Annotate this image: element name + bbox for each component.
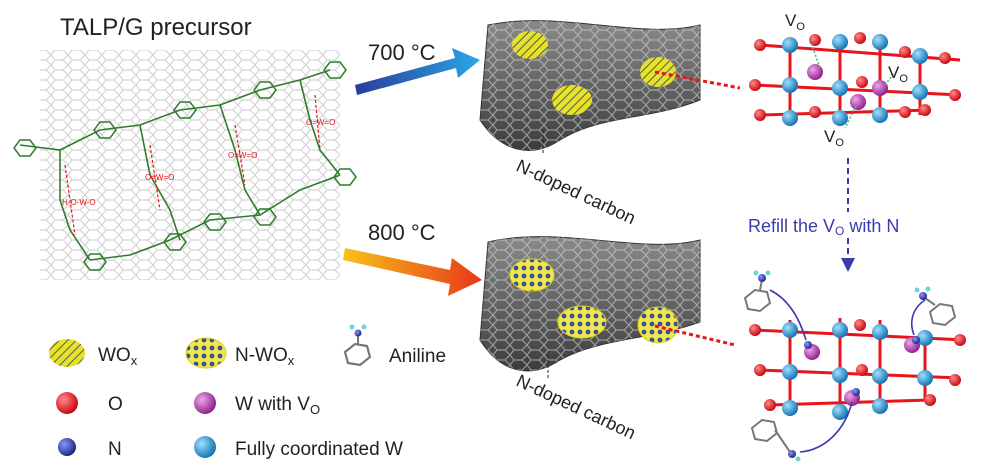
top-crystal-atoms — [749, 32, 961, 126]
tungstic-acid-labels: H-O-W-O O=W=O O=W=O O=W=O — [62, 118, 335, 207]
svg-text:VO: VO — [824, 127, 844, 149]
polymer-benzene-rings — [13, 61, 357, 271]
legend-fully-w-swatch — [194, 436, 216, 458]
svg-text:O=W=O: O=W=O — [306, 118, 335, 127]
svg-text:VO: VO — [785, 11, 805, 33]
temp-800-label: 800 °C — [368, 220, 436, 245]
top-carbon-sheet: N-doped carbon — [479, 20, 741, 228]
ndoped-top-label: N-doped carbon — [513, 155, 638, 228]
svg-text:O=W=O: O=W=O — [228, 151, 257, 160]
arrow-700: 700 °C — [355, 40, 480, 95]
legend-w-vo-label: W with VO — [235, 394, 320, 417]
refill-curved-arrows — [769, 289, 926, 453]
bottom-crystal-atoms — [749, 319, 966, 420]
legend-n-label: N — [108, 439, 122, 460]
legend-n-swatch — [58, 438, 76, 456]
legend-o-swatch — [56, 392, 78, 414]
nwox-particle-3 — [637, 306, 679, 344]
legend-wox-swatch — [49, 339, 85, 367]
temp-700-label: 700 °C — [368, 40, 436, 65]
aniline-molecules — [743, 279, 957, 453]
legend-fully-w-label: Fully coordinated W — [235, 439, 403, 460]
top-zoom-line — [654, 70, 741, 90]
polymer-network — [19, 69, 341, 261]
legend-aniline-label: Aniline — [389, 346, 446, 367]
arrow-800-shape — [343, 248, 482, 296]
precursor-panel: TALP/G precursor — [13, 14, 357, 280]
svg-text:H-O-W-O: H-O-W-O — [62, 198, 96, 207]
nwox-particle-2 — [557, 305, 607, 339]
wox-particle-2 — [552, 85, 592, 115]
legend-w-vo-swatch — [194, 392, 216, 414]
legend-wox-label: WOx — [98, 345, 138, 368]
legend-aniline-icon — [343, 324, 372, 367]
svg-text:O=W=O: O=W=O — [145, 173, 174, 182]
wox-particle-1 — [512, 31, 548, 59]
arrow-800: 800 °C — [343, 220, 482, 296]
bottom-carbon-sheet: N-doped carbon — [479, 236, 736, 443]
tungstic-acid-bridges — [64, 94, 321, 236]
aniline-n-atoms — [753, 270, 931, 462]
vacancy-markers-top — [809, 39, 896, 129]
refill-label: Refill the VO with N — [748, 216, 899, 238]
arrow-700-shape — [355, 48, 480, 95]
nwox-particle-1 — [509, 258, 555, 292]
legend-nwox-swatch — [185, 337, 227, 369]
graphene-background — [40, 50, 340, 280]
svg-text:VO: VO — [888, 63, 908, 85]
legend-nwox-label: N-WOx — [235, 345, 295, 368]
vacancy-labels-top: VO VO VO — [785, 11, 908, 149]
ndoped-bottom-label: N-doped carbon — [513, 370, 638, 443]
legend-o-label: O — [108, 394, 123, 415]
refill-arrow: Refill the VO with N — [740, 158, 960, 272]
precursor-title: TALP/G precursor — [60, 14, 252, 41]
legend: WOx N-WOx Aniline O W with VO N Fully co… — [49, 324, 446, 460]
